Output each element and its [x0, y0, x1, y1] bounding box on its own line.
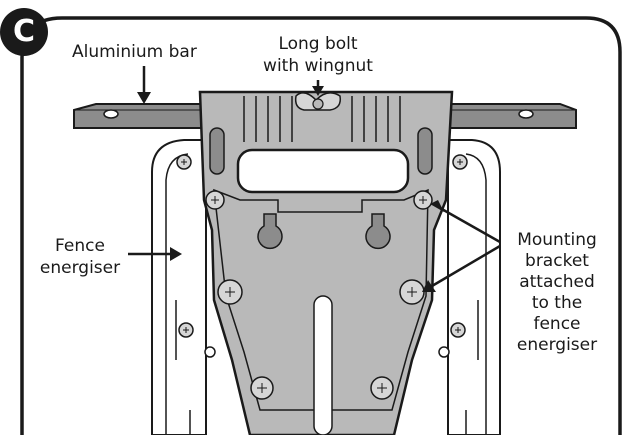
screws [176, 154, 468, 400]
fence-energiser-body [151, 139, 501, 435]
label-mounting-line1: Mounting [517, 230, 597, 250]
arrow-mounting-1 [439, 206, 501, 244]
step-badge [0, 8, 48, 56]
label-fence-energiser-line1: Fence [55, 236, 105, 256]
callout-arrows [128, 66, 501, 292]
label-mounting-line4: to the [531, 293, 583, 313]
label-mounting-line5: fence [533, 314, 581, 334]
label-mounting-line2: bracket [525, 251, 589, 271]
wingnut [294, 92, 342, 111]
label-long-bolt-line2: with wingnut [263, 56, 373, 76]
label-aluminium-bar: Aluminium bar [72, 42, 197, 62]
step-badge-letter: C [12, 14, 36, 49]
mounting-bracket [198, 90, 454, 435]
label-mounting-line6: energiser [516, 335, 598, 355]
arrow-mounting-2 [431, 244, 501, 288]
label-fence-energiser-line2: energiser [39, 258, 121, 278]
label-long-bolt-line1: Long bolt [278, 34, 358, 54]
label-mounting-line3: attached [519, 272, 595, 292]
